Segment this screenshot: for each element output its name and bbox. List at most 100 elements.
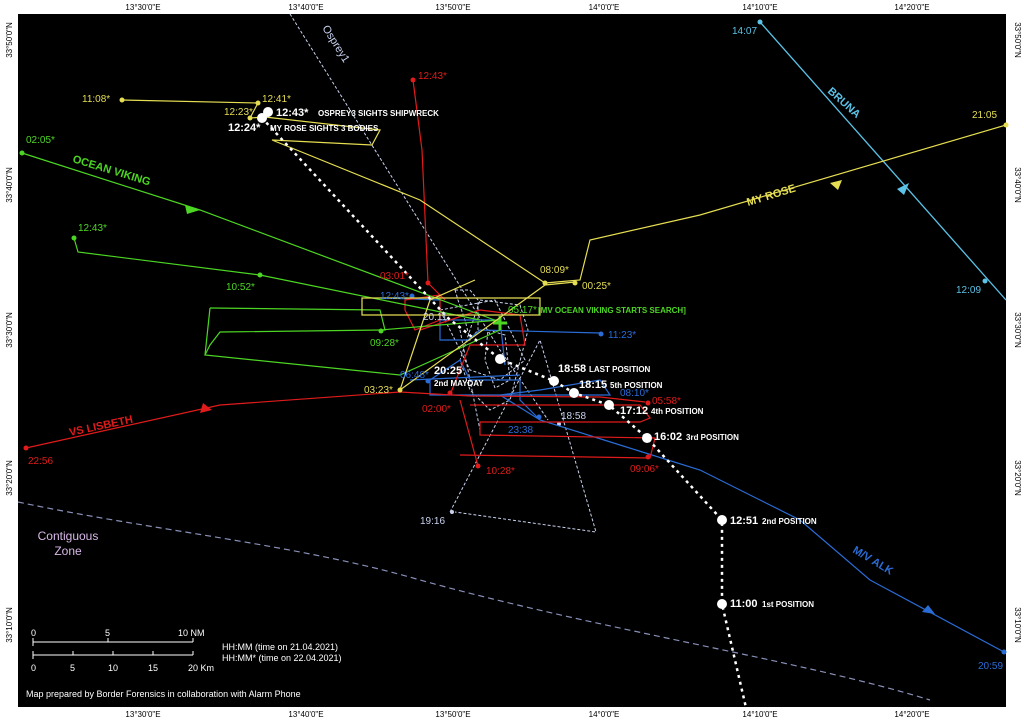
pos-time-1602: 16:02 — [654, 431, 682, 443]
ts-br-1407: 14:07 — [732, 26, 757, 37]
mr-point-0809 — [542, 280, 548, 286]
ts-alk-0810: 08:10* — [620, 388, 649, 399]
my-rose-arrow — [830, 180, 842, 190]
event-labels: 12:43* OSPREY3 SIGHTS SHIPWRECK 12:24* M… — [228, 107, 439, 134]
scale-km-0: 0 — [31, 663, 36, 673]
coord-left-1: 33°50'0"N — [5, 22, 14, 58]
coord-right-2: 33°40'0"N — [1013, 167, 1022, 203]
scale-nm-5: 5 — [105, 628, 110, 638]
coord-top-6: 14°20'0"E — [894, 3, 929, 12]
ts-alk-1243: 12:43* — [380, 291, 409, 302]
pos-time-1712: 17:12 — [620, 405, 648, 417]
coord-top-5: 14°10'0"E — [742, 3, 777, 12]
mr-point-0025 — [572, 280, 578, 286]
pos-time-1815: 18:15 — [579, 379, 607, 391]
coord-top-3: 13°50'0"E — [435, 3, 470, 12]
pos-time-1858: 18:58 — [558, 363, 586, 375]
coordinate-labels: 13°30'0"E 13°40'0"E 13°50'0"E 14°0'0"E 1… — [5, 3, 1022, 719]
scale-km-15: 15 — [148, 663, 158, 673]
pos-label-2025: 2nd MAYDAY — [434, 379, 484, 388]
vl-point-0200 — [447, 390, 453, 396]
contiguous-zone-line — [17, 501, 931, 701]
coord-bottom-6: 14°20'0"E — [894, 710, 929, 719]
alk-point-2059 — [1001, 649, 1007, 655]
ts-mr-1223: 12:23* — [224, 107, 253, 118]
vl-point-1028 — [475, 463, 481, 469]
ts-mr-1241: 12:41* — [262, 94, 291, 105]
legend-line-1: HH:MM (time on 21.04.2021) — [222, 642, 338, 652]
coord-bottom-4: 14°0'0"E — [589, 710, 620, 719]
alk-point-0648 — [425, 378, 431, 384]
pos-time-1100: 11:00 — [730, 598, 758, 610]
ts-os-1916: 19:16 — [420, 516, 445, 527]
vs-lisbeth-arrow — [200, 403, 212, 413]
coord-left-4: 33°20'0"N — [5, 460, 14, 496]
ts-os-1858: 18:58 — [561, 411, 586, 422]
ts-ov-1052: 10:52* — [226, 282, 255, 293]
coord-bottom-5: 14°10'0"E — [742, 710, 777, 719]
coord-right-5: 33°10'0"N — [1013, 607, 1022, 643]
scale-bar: 0 5 10 NM 0 5 10 15 20 Km — [31, 628, 214, 673]
mv-alk-arrow — [922, 605, 935, 614]
pos-time-2025: 20:25 — [434, 365, 462, 377]
osprey-sights-time: 12:43* — [276, 107, 309, 119]
mr-point-2105 — [1003, 122, 1009, 128]
ov-search-label: [MV OCEAN VIKING STARTS SEARCH] — [538, 306, 686, 315]
ts-alk-1123: 11:23* — [608, 330, 636, 341]
time-legend: HH:MM (time on 21.04.2021) HH:MM* (time … — [222, 642, 342, 663]
scale-km-20: 20 Km — [188, 663, 214, 673]
vl-point-0301 — [425, 280, 431, 286]
osprey-sights-label: OSPREY3 SIGHTS SHIPWRECK — [318, 109, 439, 118]
ts-mr-0809: 08:09* — [540, 265, 569, 276]
coord-bottom-1: 13°30'0"E — [125, 710, 160, 719]
ts-vl-0301: 03:01* — [380, 271, 409, 282]
mr-point-1108 — [119, 97, 125, 103]
legend-line-2: HH:MM* (time on 22.04.2021) — [222, 653, 342, 663]
ts-br-1209: 12:09 — [956, 285, 981, 296]
coord-left-3: 33°30'0"N — [5, 312, 14, 348]
pos-label-1251: 2nd POSITION — [762, 517, 817, 526]
ov-point-1052 — [257, 272, 263, 278]
ts-alk-2338: 23:38 — [508, 425, 533, 436]
coord-right-4: 33°20'0"N — [1013, 460, 1022, 496]
ts-vl-0906: 09:06* — [630, 464, 659, 475]
position-labels: 20:25 2nd MAYDAY 18:58 LAST POSITION 18:… — [434, 363, 817, 610]
ts-mr-0323: 03:23* — [364, 385, 393, 396]
ov-point-1243 — [71, 235, 77, 241]
scale-km-10: 10 — [108, 663, 118, 673]
coord-right-3: 33°30'0"N — [1013, 312, 1022, 348]
ts-ov-0928: 09:28* — [370, 338, 399, 349]
mr-point-0323 — [397, 387, 403, 393]
coord-top-2: 13°40'0"E — [288, 3, 323, 12]
ov-search-marker — [493, 316, 507, 330]
ocean-viking-arrow — [185, 205, 200, 214]
rose-sights-time: 12:24* — [228, 122, 261, 134]
scale-nm-0: 0 — [31, 628, 36, 638]
contiguous-zone-label-2: Zone — [54, 544, 82, 558]
osprey-point-1916 — [450, 510, 454, 514]
ov-point-0928 — [378, 328, 384, 334]
vl-point-0558 — [645, 400, 651, 406]
ts-ov-1243: 12:43* — [78, 223, 107, 234]
ts-alk-0648: 06:48* — [400, 370, 429, 381]
coord-left-5: 33°10'0"N — [5, 607, 14, 643]
ts-vl-1028: 10:28* — [486, 466, 515, 477]
vl-point-2256 — [23, 445, 29, 451]
pos-label-1712: 4th POSITION — [651, 407, 704, 416]
contiguous-zone-label-1: Contiguous — [38, 529, 99, 543]
boat-track — [257, 107, 749, 713]
coord-right-1: 33°50'0"N — [1013, 22, 1022, 58]
coord-bottom-2: 13°40'0"E — [288, 710, 323, 719]
mr-point-1223 — [247, 115, 253, 121]
mr-point-1241 — [255, 100, 261, 106]
alk-point-2338 — [536, 414, 542, 420]
ts-mr-0025: 00:25* — [582, 281, 611, 292]
vl-point-0906 — [645, 454, 651, 460]
pos-label-1602: 3rd POSITION — [686, 433, 739, 442]
scale-km-5: 5 — [70, 663, 75, 673]
ts-vl-2256: 22:56 — [28, 456, 53, 467]
rose-sights-label: MY ROSE SIGHTS 3 BODIES — [270, 124, 379, 133]
pos-label-1858: LAST POSITION — [589, 365, 651, 374]
